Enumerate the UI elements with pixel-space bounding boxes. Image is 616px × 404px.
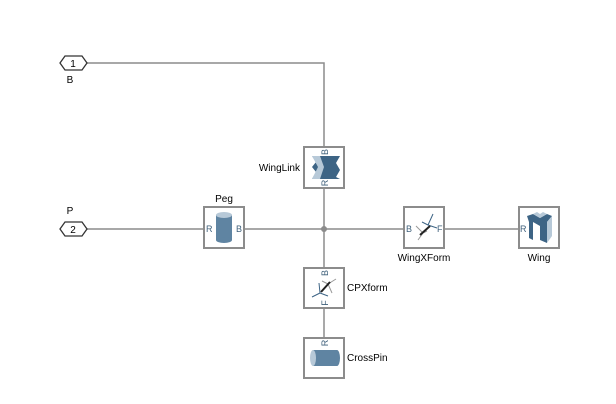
- inport-1-number: 1: [70, 59, 76, 70]
- cross-extrusion-solid-icon: [527, 212, 552, 243]
- weld-brick-solid-icon: [312, 156, 340, 179]
- wingxform-block[interactable]: B F WingXForm: [398, 206, 451, 264]
- peg-port-r: R: [206, 224, 213, 234]
- rigid-transform-icon: [415, 213, 438, 241]
- crosspin-block[interactable]: R CrossPin: [303, 337, 388, 379]
- connection-lines: [86, 62, 519, 338]
- wing-label: Wing: [528, 253, 551, 264]
- rigid-transform-icon: [311, 278, 337, 298]
- crosspin-label: CrossPin: [347, 353, 388, 364]
- inport-1[interactable]: 1 B: [59, 55, 88, 86]
- junction-dot: [321, 226, 327, 232]
- winglink-block[interactable]: B R WingLink: [259, 146, 345, 189]
- inport-2[interactable]: 2 P: [59, 206, 88, 237]
- wingxform-port-b: B: [406, 224, 412, 234]
- cpxform-label: CPXform: [347, 283, 388, 294]
- cpxform-block[interactable]: B F CPXform: [303, 267, 388, 309]
- cylinder-solid-icon: [216, 212, 232, 243]
- peg-port-b: B: [236, 224, 242, 234]
- winglink-label: WingLink: [259, 163, 301, 174]
- line-port1-to-winglink[interactable]: [86, 62, 325, 147]
- winglink-port-b: B: [320, 149, 330, 155]
- horizontal-cylinder-solid-icon: [310, 350, 340, 366]
- wing-block[interactable]: R Wing: [518, 206, 560, 264]
- crosspin-port-r: R: [320, 339, 330, 346]
- inport-2-label: P: [67, 206, 74, 217]
- winglink-port-r: R: [320, 179, 330, 186]
- peg-block[interactable]: R B Peg: [203, 194, 245, 249]
- inport-2-number: 2: [70, 225, 76, 236]
- wing-port-r: R: [520, 224, 527, 234]
- wingxform-port-f: F: [437, 224, 443, 234]
- cpxform-port-f: F: [320, 300, 330, 306]
- inport-1-label: B: [67, 75, 74, 86]
- peg-label: Peg: [215, 194, 233, 205]
- wingxform-label: WingXForm: [398, 253, 451, 264]
- cpxform-port-b: B: [320, 270, 330, 276]
